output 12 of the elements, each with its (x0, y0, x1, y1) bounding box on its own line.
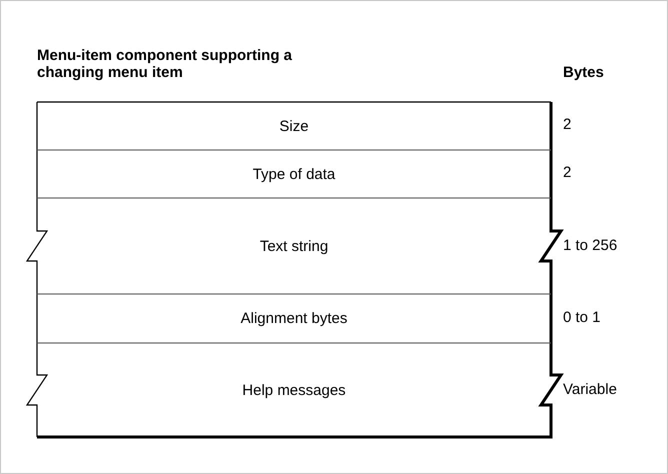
field-name: Text string (260, 238, 328, 254)
field-name: Size (279, 118, 309, 134)
byte-count: Variable (563, 381, 617, 398)
diagram-title: Menu-item component supporting a changing menu item (37, 47, 293, 81)
byte-count: 2 (563, 164, 572, 181)
field-name: Alignment bytes (240, 310, 348, 327)
byte-count: 1 to 256 (563, 237, 618, 254)
byte-count: 2 (563, 116, 572, 133)
column-header: Bytes (563, 64, 604, 81)
field-name: Type of data (252, 166, 336, 182)
byte-count: 0 to 1 (563, 309, 601, 326)
field-name: Help messages (242, 382, 346, 398)
